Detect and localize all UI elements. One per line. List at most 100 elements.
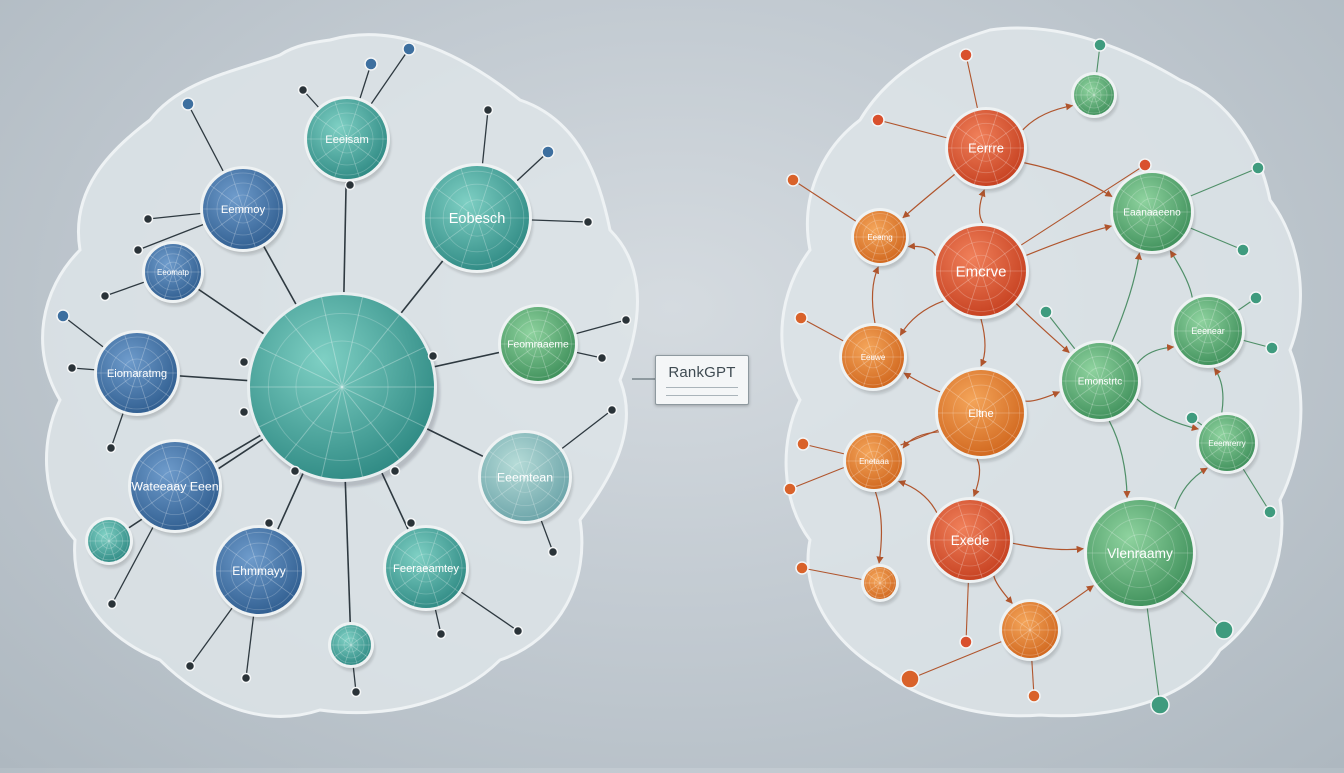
right-node-15-spoke bbox=[1093, 75, 1101, 96]
left-node-10: Feomraaeme bbox=[498, 304, 579, 387]
left-node-5-ring bbox=[122, 358, 152, 388]
left-node-6-spoke bbox=[139, 485, 176, 513]
right-node-5-ring bbox=[852, 336, 894, 378]
right-node-5-spoke bbox=[872, 356, 899, 376]
left-node-6-ring bbox=[159, 470, 191, 502]
left-node-8-spoke bbox=[425, 567, 439, 607]
left-endpoint-dot bbox=[402, 42, 416, 56]
left-node-5-spoke bbox=[136, 349, 170, 374]
right-node-6-spoke bbox=[879, 236, 902, 253]
right-node-10-spoke bbox=[1139, 211, 1153, 250]
right-node-9-spoke bbox=[879, 573, 894, 584]
right-node-11-label: Emonstrtc bbox=[1078, 376, 1123, 387]
right-node-7-spoke bbox=[873, 460, 884, 488]
right-node-1-ring bbox=[951, 241, 1011, 301]
left-endpoint-dot bbox=[142, 213, 154, 225]
right-arrow-edge bbox=[1012, 542, 1084, 554]
left-node-12-spoke bbox=[350, 625, 358, 646]
left-node-4-spoke bbox=[150, 271, 174, 289]
left-node-8-spoke bbox=[413, 529, 427, 569]
right-node-14-spoke bbox=[1123, 552, 1141, 604]
right-node-8-spoke bbox=[1029, 603, 1040, 631]
right-node-11: Emonstrtc bbox=[1059, 340, 1142, 425]
right-arrow-edge bbox=[1111, 252, 1142, 343]
right-node-11-spoke bbox=[1099, 380, 1131, 404]
right-node-3-spoke bbox=[937, 516, 971, 541]
right-endpoint-dot bbox=[1150, 695, 1170, 715]
left-node-5-spoke bbox=[136, 334, 150, 374]
left-node-11-body bbox=[88, 520, 130, 562]
right-node-12-spoke bbox=[1207, 298, 1219, 332]
right-node-12-ring bbox=[1185, 308, 1231, 354]
right-node-2-spoke bbox=[985, 147, 999, 185]
left-node-9: Eeemtean bbox=[478, 430, 573, 527]
left-node-11-spoke bbox=[108, 540, 116, 562]
rankgpt-title: RankGPT bbox=[668, 364, 736, 381]
right-arrow-edge bbox=[902, 431, 940, 449]
right-node-10-body bbox=[1113, 173, 1191, 251]
right-node-4-ring bbox=[941, 373, 1021, 453]
left-endpoint-dot bbox=[582, 216, 594, 228]
right-node-5-spoke bbox=[847, 356, 874, 376]
right-node-2-spoke bbox=[985, 125, 1017, 149]
right-node-3-spoke bbox=[969, 539, 983, 579]
right-endpoint-dot bbox=[871, 113, 885, 127]
right-endpoint-dot bbox=[795, 561, 809, 575]
left-endpoint-dot bbox=[238, 406, 250, 418]
left-node-10-ring bbox=[524, 330, 552, 358]
left-node-12-body bbox=[331, 625, 371, 665]
right-node-15-body bbox=[1074, 75, 1114, 115]
left-node-8-ring bbox=[399, 541, 453, 595]
right-node-14-spoke bbox=[1139, 521, 1184, 554]
left-node-9-spoke bbox=[489, 450, 526, 478]
right-node-15-spoke bbox=[1087, 94, 1095, 115]
right-node-2-spoke bbox=[955, 125, 987, 149]
left-node-6-spoke bbox=[174, 459, 211, 487]
right-node-6-spoke bbox=[871, 212, 881, 238]
left-node-12-spoke bbox=[334, 644, 352, 658]
left-node-5-spoke bbox=[136, 372, 150, 412]
right-node-1-ring bbox=[940, 230, 1022, 312]
right-node-8-spoke bbox=[1029, 629, 1040, 657]
right-node-12-spoke bbox=[1207, 310, 1236, 332]
right-node-15-spoke bbox=[1077, 82, 1095, 96]
right-node-4-ring bbox=[965, 397, 997, 429]
right-node-2-spoke bbox=[985, 147, 1017, 171]
right-node-13-spoke bbox=[1226, 416, 1237, 444]
right-node-5-label: Eeuwe bbox=[861, 353, 886, 362]
left-node-1-spoke bbox=[476, 217, 520, 249]
left-node-6: Wateeaay Eeen bbox=[128, 439, 223, 536]
right-node-9-spoke bbox=[879, 567, 886, 584]
right-node-9-spoke bbox=[866, 573, 881, 584]
right-node-7-spoke bbox=[873, 444, 897, 462]
left-endpoint-dot bbox=[606, 404, 618, 416]
right-node-7-ring bbox=[848, 435, 900, 487]
right-node-3-label: Exede bbox=[951, 533, 990, 548]
left-node-10-spoke bbox=[526, 343, 539, 380]
left-node-8-ring bbox=[389, 531, 463, 605]
left-node-4-spoke bbox=[150, 255, 174, 273]
right-node-5-ring bbox=[844, 328, 902, 386]
right-node-1-label: Emcrve bbox=[956, 263, 1007, 280]
right-node-1-spoke bbox=[980, 244, 1018, 272]
left-node-9-body bbox=[481, 433, 569, 521]
left-node-7-spoke bbox=[223, 545, 260, 572]
right-node-11-spoke bbox=[1087, 344, 1101, 382]
right-endpoint-dot bbox=[1236, 243, 1250, 257]
left-node-5-spoke bbox=[124, 372, 138, 412]
right-endpoint-dot bbox=[1249, 291, 1263, 305]
right-arrow-edge bbox=[907, 242, 937, 256]
left-endpoint-dot bbox=[105, 442, 117, 454]
left-node-2-spoke bbox=[346, 138, 360, 178]
right-arrow-edge bbox=[1015, 303, 1070, 353]
left-hub-ring bbox=[267, 312, 417, 462]
left-node-2-ring bbox=[310, 102, 384, 176]
left-node-12-spoke bbox=[350, 632, 368, 646]
left-node-1-ring bbox=[458, 199, 496, 237]
left-node-12-ring bbox=[343, 637, 359, 653]
left-node-4: Eeomatp bbox=[142, 241, 205, 306]
right-endpoint-dot bbox=[1263, 505, 1277, 519]
left-node-2-body bbox=[307, 99, 387, 179]
left-node-4-spoke bbox=[163, 245, 174, 273]
left-node-12-ring bbox=[337, 631, 365, 659]
